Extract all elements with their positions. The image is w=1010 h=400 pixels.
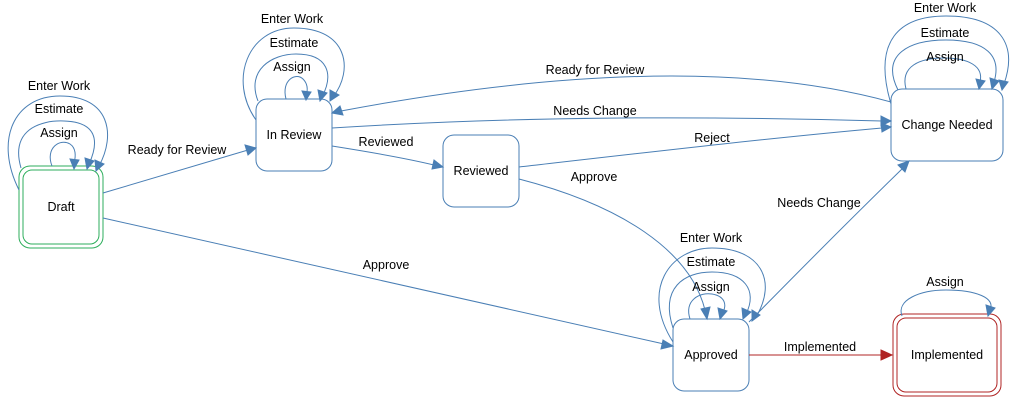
edge-reviewed-approve-label: Approve	[571, 170, 618, 184]
edge-change-estimate-label: Estimate	[921, 26, 970, 40]
edge-inreview-enter-work-label: Enter Work	[261, 12, 324, 26]
edge-change-ready-for-review-label: Ready for Review	[546, 63, 646, 77]
edge-change-estimate: Estimate	[892, 26, 1000, 91]
edge-inreview-assign-label: Assign	[273, 60, 311, 74]
edge-inreview-enter-work: Enter Work	[242, 12, 345, 121]
edge-approved-assign-label: Assign	[692, 280, 730, 294]
edge-draft-assign: Assign	[40, 126, 80, 171]
edge-draft-approve-label: Approve	[363, 258, 410, 272]
edge-reviewed-reject-label: Reject	[694, 131, 730, 145]
node-approved-label: Approved	[684, 348, 738, 362]
edge-approved-assign: Assign	[688, 280, 730, 321]
edge-change-assign-label: Assign	[926, 50, 964, 64]
edge-inreview-assign: Assign	[273, 60, 312, 102]
edge-change-assign: Assign	[904, 50, 986, 91]
edge-draft-enter-work-label: Enter Work	[28, 79, 91, 93]
edge-change-enter-work-label: Enter Work	[914, 1, 977, 15]
edge-draft-assign-label: Assign	[40, 126, 78, 140]
edge-approved-implemented-label: Implemented	[784, 340, 856, 354]
edge-change-ready-for-review: Ready for Review	[330, 63, 892, 116]
node-in-review-label: In Review	[267, 128, 323, 142]
edge-draft-estimate: Estimate	[18, 102, 96, 171]
edge-inreview-estimate-label: Estimate	[270, 36, 319, 50]
edge-approved-estimate: Estimate	[668, 255, 752, 329]
edge-approved-estimate-label: Estimate	[687, 255, 736, 269]
edge-approved-enter-work: Enter Work	[658, 231, 766, 343]
edge-draft-enter-work: Enter Work	[7, 79, 109, 191]
edge-inreview-reviewed: Reviewed	[331, 135, 445, 170]
edge-approved-enter-work-label: Enter Work	[680, 231, 743, 245]
edge-inreview-needs-change: Needs Change	[331, 104, 893, 129]
node-reviewed: Reviewed	[442, 134, 520, 208]
edge-draft-ready-for-review: Ready for Review	[102, 143, 258, 194]
edge-approved-implemented: Implemented	[749, 340, 894, 361]
node-in-review: In Review	[255, 98, 333, 172]
edge-reviewed-approve: Approve	[518, 170, 711, 321]
edge-inreview-needs-change-label: Needs Change	[553, 104, 636, 118]
edge-draft-estimate-label: Estimate	[35, 102, 84, 116]
edge-draft-ready-for-review-label: Ready for Review	[128, 143, 228, 157]
edge-approved-needs-change: Needs Change	[748, 160, 910, 323]
node-change-needed-label: Change Needed	[901, 118, 992, 132]
node-implemented-label: Implemented	[911, 348, 983, 362]
node-approved: Approved	[672, 318, 750, 392]
edge-inreview-reviewed-label: Reviewed	[359, 135, 414, 149]
edge-implemented-assign: Assign	[900, 275, 996, 318]
edge-implemented-assign-label: Assign	[926, 275, 964, 289]
node-change-needed: Change Needed	[890, 88, 1004, 162]
edge-draft-approve: Approve	[102, 217, 675, 350]
node-draft-label: Draft	[47, 200, 75, 214]
node-draft: Draft	[18, 165, 104, 249]
edge-reviewed-reject: Reject	[518, 122, 893, 168]
edge-change-enter-work: Enter Work	[884, 1, 1009, 105]
edge-approved-needs-change-label: Needs Change	[777, 196, 860, 210]
node-implemented: Implemented	[892, 313, 1002, 397]
edge-inreview-estimate: Estimate	[254, 36, 329, 103]
node-reviewed-label: Reviewed	[454, 164, 509, 178]
